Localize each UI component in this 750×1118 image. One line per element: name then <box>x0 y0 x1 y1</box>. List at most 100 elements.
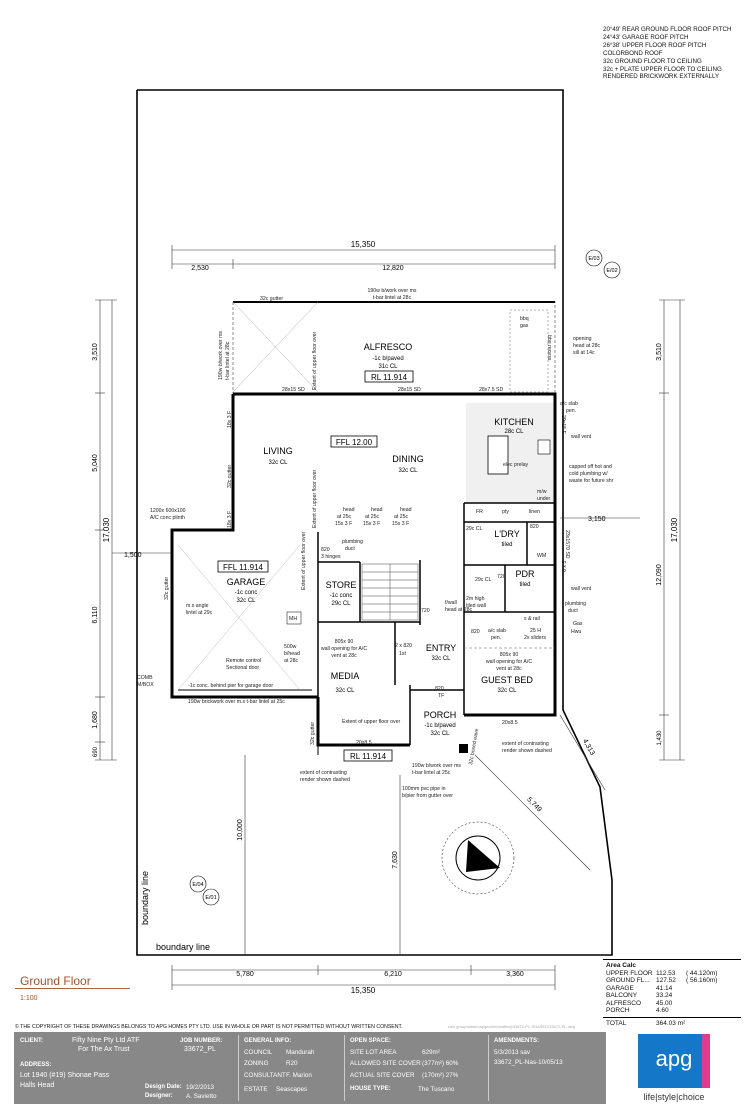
note-elec: elec prelay <box>503 462 528 468</box>
note-capped-1: capped off hot and <box>569 464 612 470</box>
apg-logo-mark: apg <box>638 1034 710 1088</box>
note-bwork-bottom: 190w brickwork over m.s t-bar lintel at … <box>188 699 285 705</box>
room-pdr-sub: tiled <box>519 582 530 588</box>
designer: A. Savietto <box>186 1093 217 1100</box>
apg-logo: apg life|style|choice <box>606 1032 742 1104</box>
note-mw: m/w <box>537 489 547 495</box>
dim-left-b: 5,040 <box>92 454 99 472</box>
note-capped-3: waste for future shr <box>569 478 614 484</box>
consultant-heading: CONSULTANT <box>244 1072 286 1079</box>
dim-top-total: 15,350 <box>351 240 376 249</box>
note-f18b: 18x 3 F <box>227 511 233 528</box>
note-porch-bwork-2: t-bar lintel at 25c <box>412 770 451 776</box>
left-dimensions <box>95 299 117 761</box>
note-d820a: 820 <box>530 524 539 530</box>
room-media-name: MEDIA <box>331 671 360 681</box>
dim-bottom-a: 5,780 <box>236 971 254 978</box>
consultant: F. Marion <box>286 1072 312 1079</box>
room-entry-sub: 32c CL <box>431 656 451 662</box>
council: Mandurah <box>286 1049 315 1056</box>
note-extent-render-4: render shown dashed <box>502 748 552 754</box>
house-type: The Tuscano <box>418 1086 455 1093</box>
note-opening-1: opening <box>573 336 592 342</box>
note-d820d: 820 <box>435 686 444 692</box>
address-line-1: Lot 1940 (#19) Shonae Pass <box>20 1072 110 1079</box>
dim-right-b: 12,090 <box>656 564 663 586</box>
room-dining-sub: 32c CL <box>398 468 418 474</box>
area-metres: ( 44.120m) <box>686 970 718 977</box>
area-value: 4.60 <box>656 1006 669 1014</box>
note-extent-render-3: extent of contrasting <box>502 741 549 747</box>
note-opening-2: head at 28c <box>573 343 601 349</box>
note-upper-floor-h: Extent of upper floor over <box>342 719 401 725</box>
area-value: 33.24 <box>656 992 673 1000</box>
room-kitchen-name: KITCHEN <box>494 417 534 427</box>
dim-right-offset: 3,150 <box>588 516 606 523</box>
note-wall-open-6: vent at 28c <box>496 666 522 672</box>
note-d2x820b: 1st <box>399 651 406 657</box>
note-ac-slab-3: a/c slab <box>488 628 506 634</box>
room-media-sub: 32c CL <box>335 688 355 694</box>
room-alfresco-sub: -1c b/paved <box>372 356 403 362</box>
note-head3c: 15x 3 F <box>392 521 409 527</box>
note-wall-open-3: vent at 28c <box>331 653 357 659</box>
boundary-label-v: boundary line <box>140 871 150 925</box>
room-guest-name: GUEST BED <box>481 675 533 685</box>
note-pty: pty <box>502 509 509 515</box>
note-d820c: 820 <box>471 629 480 635</box>
note-plumbing-3: plumbing <box>565 601 586 607</box>
note-under: under <box>537 496 551 502</box>
dim-setback-10000: 10,000 <box>237 819 244 841</box>
area-metres <box>686 1000 736 1007</box>
note-upper-floor-v3: Extent of upper floor over <box>301 531 307 590</box>
area-metres <box>686 985 736 992</box>
note-bwork500-a: 500w <box>284 644 297 650</box>
note-w20x85: 20x8.5 <box>356 740 372 746</box>
room-porch-name: PORCH <box>424 710 457 720</box>
note-wall-open-4: 805x 90 <box>500 652 519 658</box>
dim-left-e: 690 <box>93 746 99 757</box>
dim-right-c: 1,430 <box>657 730 663 746</box>
note-d2x820: 2 x 820 <box>395 643 412 649</box>
note-sd-3: 28x7.5 SD <box>479 387 503 393</box>
area-metres: ( 56.160m) <box>686 977 718 985</box>
note-head3: head <box>400 507 412 513</box>
dim-top-right: 12,820 <box>382 265 404 272</box>
estate-heading: ESTATE <box>244 1086 268 1093</box>
note-d720a: 720 <box>421 608 430 614</box>
note-d820e: TF <box>438 693 444 699</box>
staircase <box>361 563 419 621</box>
area-row: BALCONY 33.24 <box>603 992 741 999</box>
note-head2: head <box>371 507 383 513</box>
north-point <box>441 821 515 895</box>
marker-e01: E/01 <box>205 895 216 901</box>
actual-heading: ACTUAL SITE COVER <box>350 1072 415 1079</box>
note-w29c: 29c CL <box>466 526 483 532</box>
note-mh: MH <box>289 616 297 622</box>
note-bwork500-c: at 28c <box>284 658 299 664</box>
room-store-sub: -1c conc <box>330 593 353 599</box>
note-extent-render-1: extent of contrasting <box>300 770 347 776</box>
dim-bottom-b: 6,210 <box>384 971 402 978</box>
note-bbq-recess: bbq recess <box>546 335 552 361</box>
note-f18a: 18x 3 F <box>227 411 233 428</box>
note-gutter-garage: 32c gutter <box>164 577 170 600</box>
note-gutter-top: 32c gutter <box>260 296 283 302</box>
marker-e04: E/04 <box>192 882 203 888</box>
dim-left-offset: 1,500 <box>124 552 142 559</box>
area-name: BALCONY <box>606 992 638 1000</box>
site-lot: 629m² <box>422 1049 440 1056</box>
room-laundry-name: L'DRY <box>494 529 520 539</box>
area-row: GROUND FL...127.52( 56.160m) <box>603 977 741 984</box>
room-porch-sub2: 32c CL <box>430 731 450 737</box>
note-high-1: 2m high <box>466 596 485 602</box>
dim-top-left: 2,530 <box>191 265 209 272</box>
allowed-cover: (377m²) 60% <box>422 1060 459 1067</box>
room-alfresco-name: ALFRESCO <box>364 342 413 352</box>
actual-cover: (170m²) 27% <box>422 1072 459 1079</box>
room-garage-sub: -1c conc <box>235 590 258 596</box>
marker-e02: E/02 <box>606 268 617 274</box>
roof-note: 32c + PLATE UPPER FLOOR TO CEILING <box>603 65 722 73</box>
note-bwork-top: 190w b/work over ms <box>367 288 416 294</box>
